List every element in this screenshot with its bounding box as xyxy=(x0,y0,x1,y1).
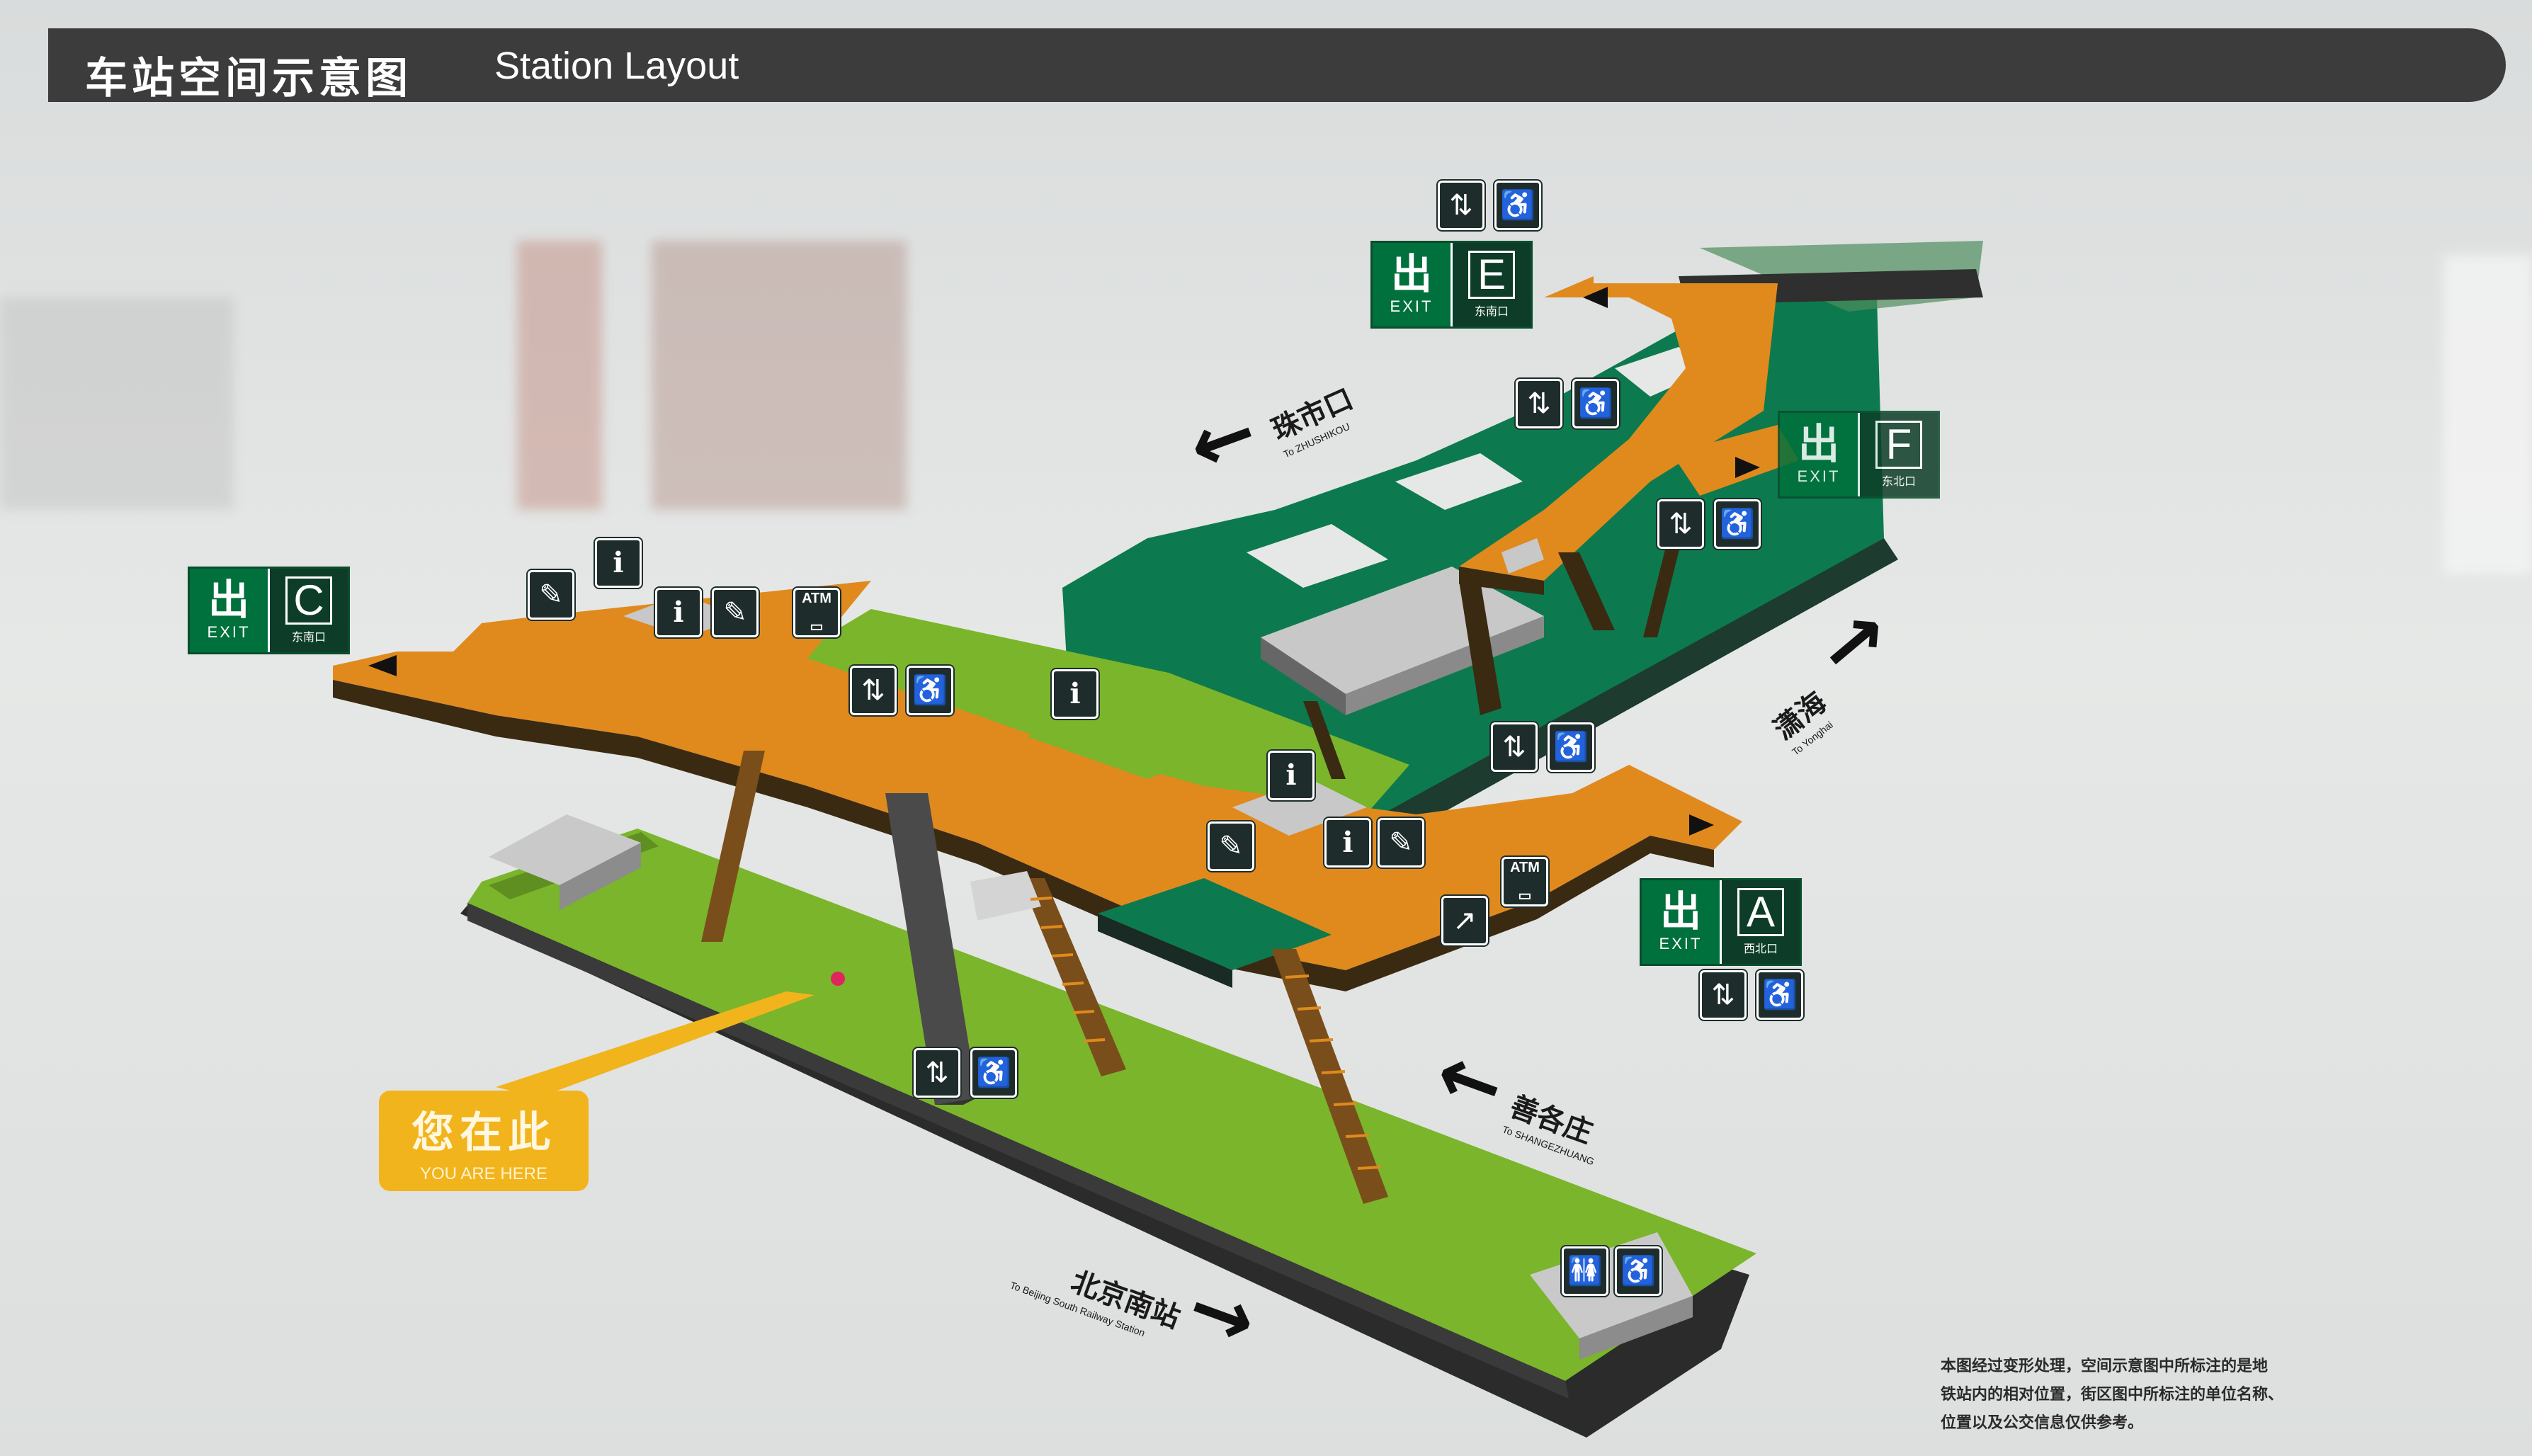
exit-letter: C xyxy=(285,576,332,625)
background-blur xyxy=(652,241,907,510)
elevator-icon: ⇅ xyxy=(1491,722,1538,772)
escalator xyxy=(1271,949,1388,1204)
atm-label: ATM xyxy=(802,591,831,606)
atm-label: ATM xyxy=(1510,860,1540,875)
background-blur xyxy=(0,297,234,510)
exit-subtitle: 西北口 xyxy=(1743,943,1778,955)
exit-word: EXIT xyxy=(1659,935,1703,952)
exit-word: EXIT xyxy=(1797,467,1841,485)
wheelchair-icon: ♿ xyxy=(1548,722,1594,772)
background-blur xyxy=(2443,255,2532,574)
exit-subtitle: 东南口 xyxy=(1474,306,1509,318)
service-icon: ℹ xyxy=(1052,669,1098,719)
upper-concourse-edge xyxy=(1317,538,1898,875)
ticket-icon: ✎ xyxy=(712,588,759,637)
platform-block-side xyxy=(560,843,641,910)
escalator-steps xyxy=(1030,897,1382,1170)
header-banner xyxy=(48,28,2506,102)
exit-letter: A xyxy=(1737,888,1784,936)
elevator-icon: ⇅ xyxy=(1438,181,1484,230)
elevator-icon: ⇅ xyxy=(914,1048,960,1098)
service-icon: ℹ xyxy=(655,588,702,637)
disclaimer-line: 位置以及公交信息仅供参考。 xyxy=(1941,1414,2144,1432)
exit-letter: F xyxy=(1875,421,1922,469)
stairs-icon: ↗ xyxy=(1441,896,1488,945)
disclaimer-line: 本图经过变形处理，空间示意图中所标注的是地 xyxy=(1941,1358,2269,1375)
wheelchair-icon: ♿ xyxy=(1572,379,1619,428)
atm-icon: ATM▭ xyxy=(1501,857,1548,906)
support-column xyxy=(885,793,977,1105)
stair-column xyxy=(701,751,765,942)
exit-glyph: 出 xyxy=(208,576,249,624)
you-are-here-dot xyxy=(831,972,845,986)
exit-subtitle: 东南口 xyxy=(291,632,326,644)
wheelchair-icon: ♿ xyxy=(1756,970,1803,1020)
service-icon: ℹ xyxy=(1268,751,1315,800)
wheelchair-icon: ♿ xyxy=(907,666,953,715)
lower-platform-edge xyxy=(467,903,1569,1399)
wheelchair-icon: ♿ xyxy=(1714,499,1761,549)
title-english: Station Layout xyxy=(494,45,739,87)
you-are-here-cn: 您在此 xyxy=(411,1108,556,1158)
title-chinese: 车站空间示意图 xyxy=(85,54,412,103)
elevator-icon: ⇅ xyxy=(1657,499,1704,549)
elevator-icon: ⇅ xyxy=(1700,970,1747,1020)
you-are-here-pointer xyxy=(496,991,814,1098)
service-icon: ℹ xyxy=(595,538,642,588)
ticket-icon: ✎ xyxy=(528,570,574,620)
toilet-block-side xyxy=(1579,1296,1693,1360)
exit-glyph: 出 xyxy=(1390,250,1432,298)
platform-block xyxy=(489,814,641,885)
ticket-icon: ✎ xyxy=(1378,818,1424,868)
exit-glyph: 出 xyxy=(1798,420,1839,468)
wheelchair-icon: ♿ xyxy=(1494,181,1541,230)
wheelchair-icon: ♿ xyxy=(1615,1246,1662,1296)
ticket-icon: ✎ xyxy=(1208,821,1254,871)
main-concourse-edge xyxy=(333,680,1714,991)
elevator-icon: ⇅ xyxy=(850,666,897,715)
elevator-icon: ⇅ xyxy=(1516,379,1562,428)
lower-platform xyxy=(467,829,1756,1381)
main-concourse xyxy=(333,581,1742,970)
disclaimer-line: 铁站内的相对位置，街区图中所标注的单位名称、 xyxy=(1941,1386,2284,1404)
exit-word: EXIT xyxy=(207,623,251,641)
toilet-icon: 🚻 xyxy=(1562,1246,1608,1296)
wheelchair-icon: ♿ xyxy=(970,1048,1017,1098)
you-are-here-en: YOU ARE HERE xyxy=(419,1164,548,1183)
exit-word: EXIT xyxy=(1390,297,1434,315)
atm-icon: ATM▭ xyxy=(793,588,840,637)
upper-corridor xyxy=(1459,276,1778,581)
exit-glyph: 出 xyxy=(1659,887,1701,935)
background-blur xyxy=(517,241,602,510)
you-are-here-badge: 您在此 YOU ARE HERE xyxy=(379,1091,589,1191)
disclaimer-text: 本图经过变形处理，空间示意图中所标注的是地 铁站内的相对位置，街区图中所标注的单… xyxy=(1941,1353,2436,1438)
exit-letter: E xyxy=(1468,251,1515,299)
exit-subtitle: 东北口 xyxy=(1881,476,1916,488)
service-icon: ℹ xyxy=(1324,818,1371,868)
